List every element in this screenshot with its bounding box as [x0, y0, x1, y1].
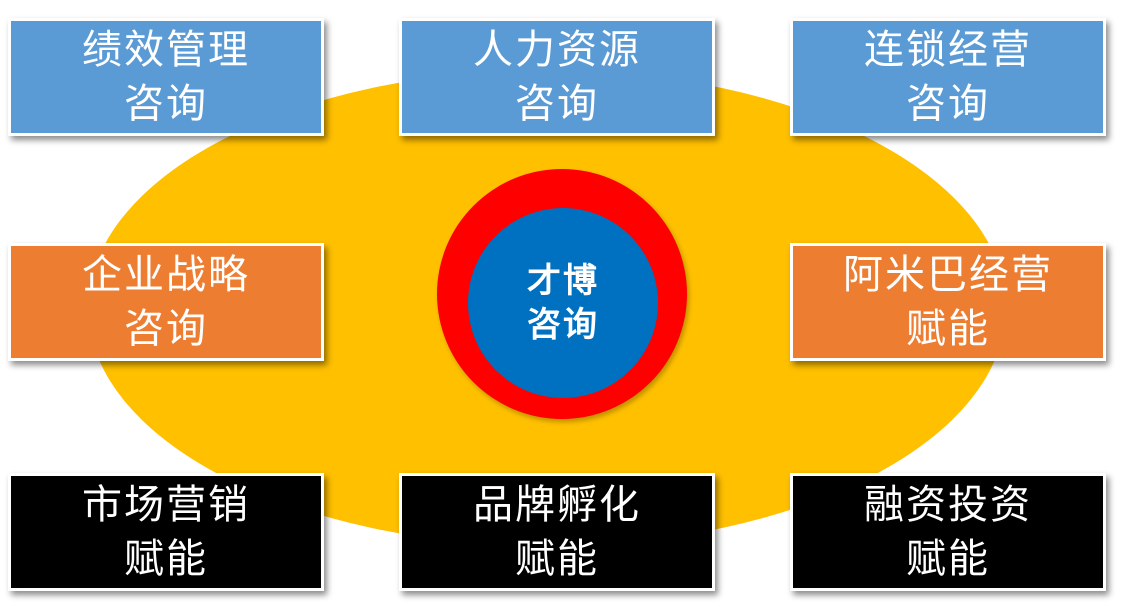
box-performance-management: 绩效管理 咨询	[8, 18, 324, 136]
center-label-line2: 咨询	[527, 305, 599, 345]
center-label-line1: 才博	[527, 261, 599, 301]
box-label-line2: 咨询	[124, 81, 208, 127]
center-inner-circle: 才博 咨询	[468, 208, 658, 398]
box-corporate-strategy: 企业战略 咨询	[8, 243, 324, 361]
box-label-line1: 绩效管理	[82, 27, 250, 73]
box-label-line2: 赋能	[124, 536, 208, 582]
box-label-line1: 市场营销	[82, 482, 250, 528]
box-label-line2: 咨询	[124, 306, 208, 352]
box-label-line2: 赋能	[515, 536, 599, 582]
box-marketing: 市场营销 赋能	[8, 473, 324, 591]
box-amoeba-management: 阿米巴经营 赋能	[790, 243, 1106, 361]
box-chain-operation: 连锁经营 咨询	[790, 18, 1106, 136]
box-financing-investment: 融资投资 赋能	[790, 473, 1106, 591]
box-label-line1: 阿米巴经营	[843, 252, 1053, 298]
box-label-line1: 人力资源	[473, 27, 641, 73]
box-label-line2: 咨询	[906, 81, 990, 127]
box-label-line1: 品牌孵化	[473, 482, 641, 528]
box-brand-incubation: 品牌孵化 赋能	[399, 473, 715, 591]
box-label-line1: 融资投资	[864, 482, 1032, 528]
box-label-line2: 赋能	[906, 306, 990, 352]
box-human-resources: 人力资源 咨询	[399, 18, 715, 136]
box-label-line1: 连锁经营	[864, 27, 1032, 73]
box-label-line1: 企业战略	[82, 252, 250, 298]
box-label-line2: 赋能	[906, 536, 990, 582]
box-label-line2: 咨询	[515, 81, 599, 127]
